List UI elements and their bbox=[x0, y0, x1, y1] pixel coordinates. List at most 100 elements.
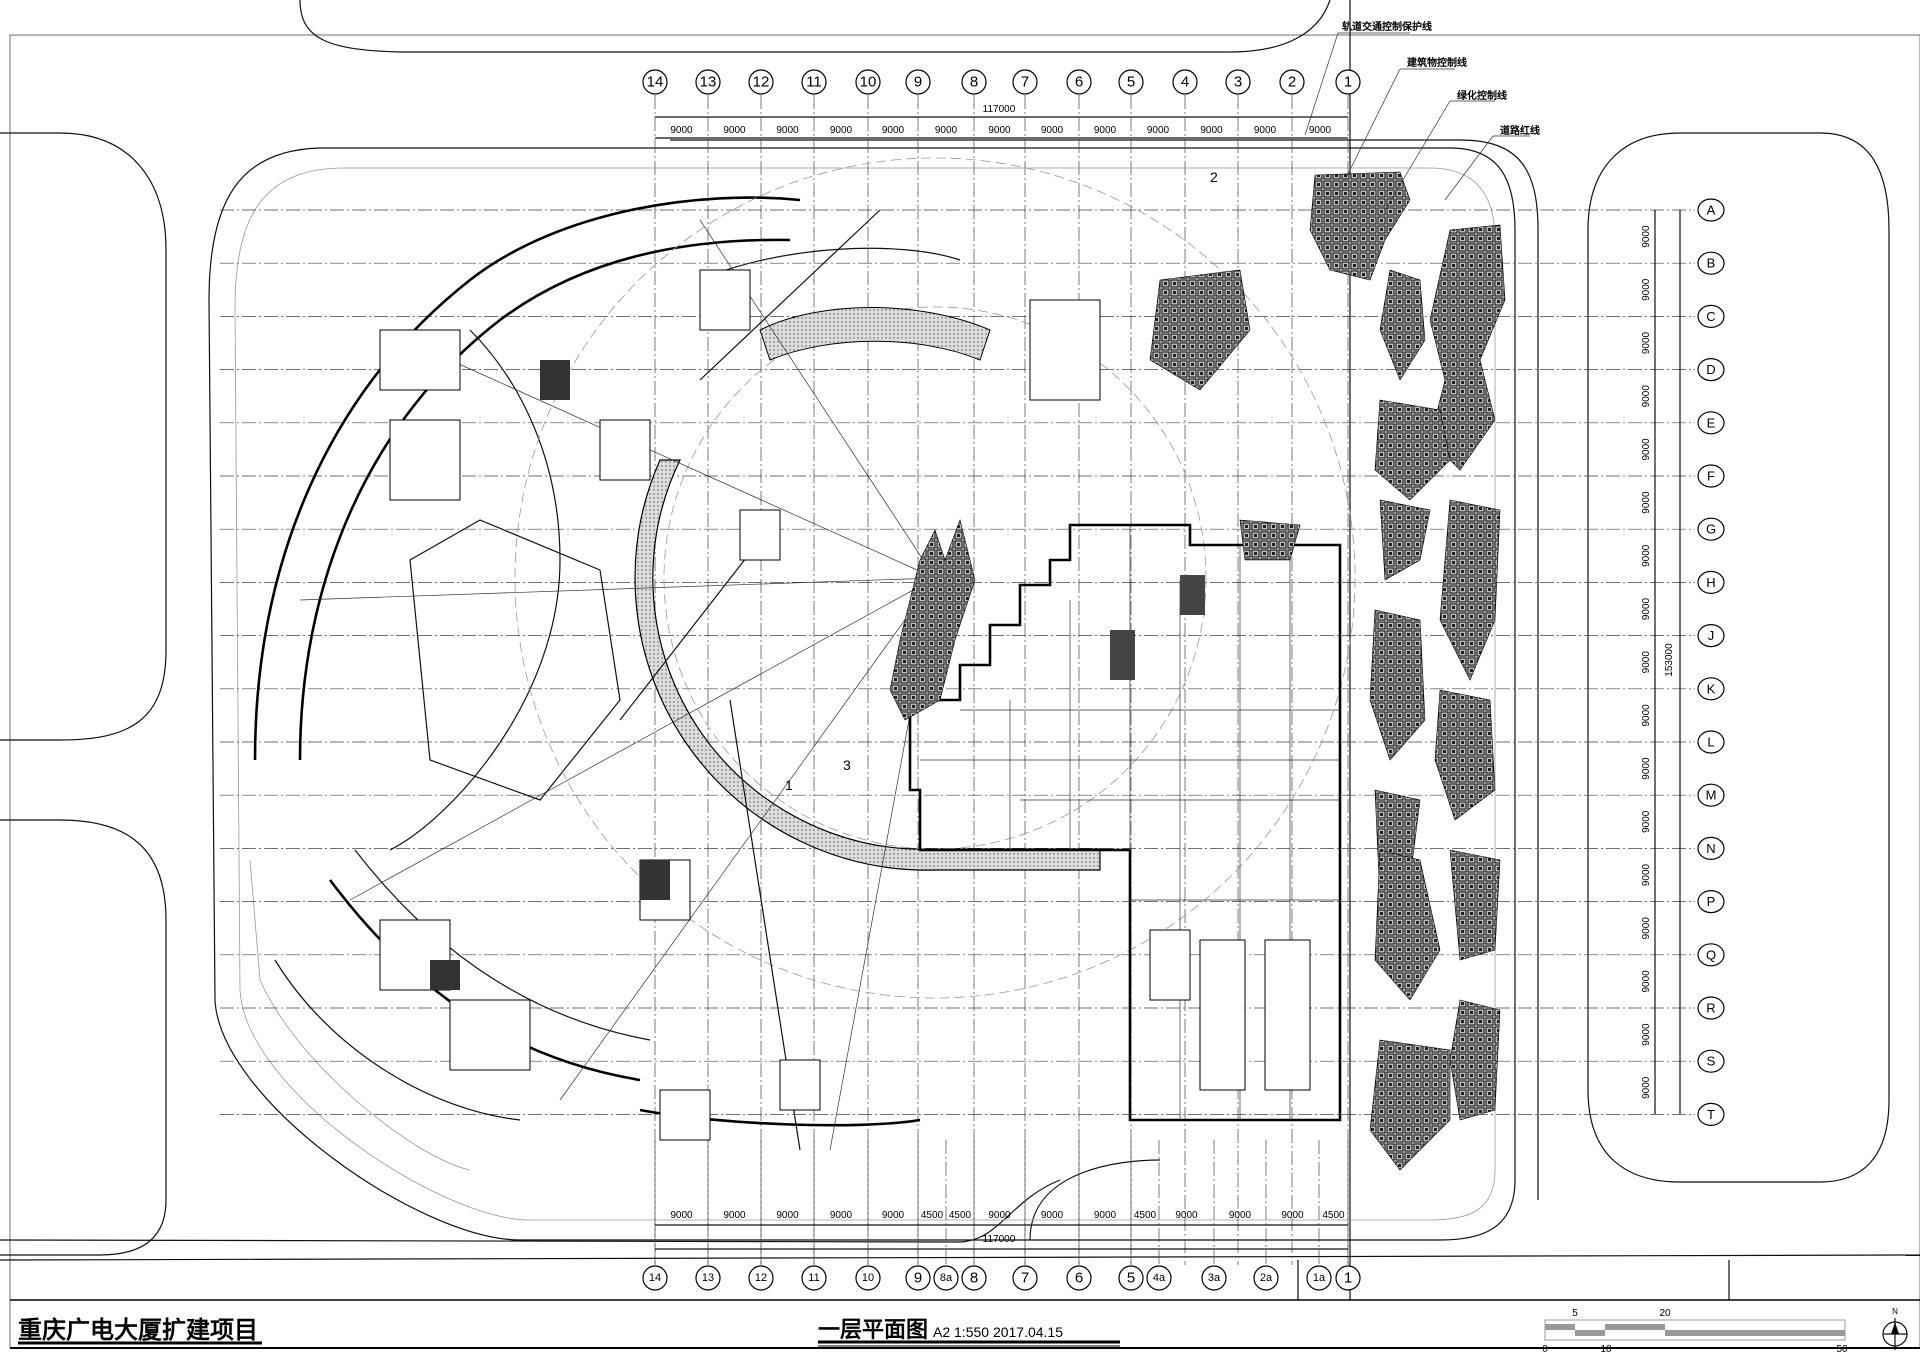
dimension-text: 9000 bbox=[1641, 704, 1652, 727]
legend-green-line: 绿化控制线 bbox=[1457, 89, 1507, 102]
axis-label-side: L bbox=[1707, 735, 1714, 750]
legend-building-line: 建筑物控制线 bbox=[1406, 56, 1467, 69]
dimension-text: 9000 bbox=[1281, 1210, 1304, 1221]
dimension-text: 9000 bbox=[1175, 1210, 1198, 1221]
axis-bubble bbox=[1118, 1265, 1144, 1291]
axis-bubble bbox=[1697, 943, 1725, 967]
axis-label-side: A bbox=[1707, 203, 1716, 218]
dimension-text: 9000 bbox=[1641, 651, 1652, 674]
dimension-text: 9000 bbox=[1641, 544, 1652, 567]
axis-label-top: 10 bbox=[860, 74, 877, 91]
axis-label-bottom: 11 bbox=[808, 1272, 819, 1284]
scale-tick: 5 bbox=[1572, 1308, 1578, 1319]
north-label: N bbox=[1892, 1307, 1898, 1316]
axis-bubble bbox=[855, 1265, 881, 1291]
axis-label-top: 3 bbox=[1234, 74, 1242, 91]
axis-label-side: H bbox=[1706, 575, 1715, 590]
inner-ring bbox=[634, 459, 1101, 871]
axis-label-top: 6 bbox=[1075, 74, 1083, 91]
axis-label-bottom: 7 bbox=[1021, 1270, 1029, 1287]
axis-label-top: 2 bbox=[1288, 74, 1296, 91]
axis-bubble bbox=[1225, 69, 1251, 95]
axis-bubble bbox=[961, 69, 987, 95]
axis-label-top: 11 bbox=[806, 74, 822, 91]
legend-road-line: 道路红线 bbox=[1500, 124, 1540, 137]
axis-bubble bbox=[1697, 730, 1725, 754]
axis-label-top: 1 bbox=[1344, 74, 1352, 91]
axis-label-bottom: 1a bbox=[1313, 1272, 1326, 1284]
axis-bubble bbox=[801, 1265, 827, 1291]
project-title: 重庆广电大厦扩建项目 bbox=[18, 1316, 258, 1344]
axis-label-bottom: 14 bbox=[649, 1272, 661, 1284]
axis-label-bottom: 8a bbox=[940, 1272, 953, 1284]
dimension-text: 9000 bbox=[882, 125, 905, 136]
north-arrow-icon: N bbox=[1882, 1307, 1908, 1350]
line-type-legend: 轨道交通控制保护线 建筑物控制线 绿化控制线 道路红线 bbox=[1304, 20, 1540, 211]
dimension-text: 9000 bbox=[1200, 125, 1223, 136]
axis-bubble bbox=[748, 1265, 774, 1291]
axis-bubble bbox=[1172, 69, 1198, 95]
axis-bubble bbox=[1697, 1102, 1725, 1127]
axis-label-side: F bbox=[1707, 469, 1715, 484]
axis-bubble bbox=[1118, 69, 1144, 95]
axis-label-bottom: 12 bbox=[755, 1272, 767, 1284]
axis-label-bottom: 10 bbox=[862, 1272, 874, 1284]
axis-bubble bbox=[1697, 677, 1725, 701]
dimension-text: 9000 bbox=[1641, 757, 1652, 780]
axis-label-side: N bbox=[1706, 841, 1715, 856]
dimension-text: 9000 bbox=[1254, 125, 1277, 136]
axis-label-top: 13 bbox=[700, 74, 717, 91]
dimension-text: 9000 bbox=[988, 1210, 1011, 1221]
axis-bubble bbox=[1697, 623, 1725, 648]
dimension-text: 4500 bbox=[949, 1210, 972, 1221]
dimension-text: 9000 bbox=[1229, 1210, 1252, 1221]
dimension-text: 9000 bbox=[670, 125, 693, 136]
circular-building bbox=[253, 157, 1356, 1151]
axis-bubble bbox=[905, 1265, 931, 1291]
axis-bubble bbox=[1697, 251, 1725, 275]
drawing-title: 一层平面图 bbox=[818, 1317, 928, 1342]
axis-label-bottom: 2a bbox=[1260, 1272, 1273, 1284]
surrounding-roads bbox=[0, 0, 1920, 1300]
scale-tick: 20 bbox=[1659, 1308, 1671, 1319]
title-block: 重庆广电大厦扩建项目 一层平面图 A2 1:550 2017.04.15 5 2… bbox=[10, 1260, 1920, 1355]
dimension-text: 9000 bbox=[670, 1210, 693, 1221]
axis-label-side: C bbox=[1706, 309, 1715, 324]
axis-label-bottom: 9 bbox=[914, 1270, 922, 1287]
axis-label-bottom: 4a bbox=[1153, 1272, 1166, 1284]
axis-label-side: E bbox=[1707, 415, 1716, 430]
axis-bubble bbox=[1201, 1265, 1227, 1291]
axis-bubble bbox=[1697, 411, 1725, 435]
dimension-line bbox=[655, 116, 1348, 139]
sheet-border bbox=[9, 34, 1920, 1349]
axis-bubble bbox=[1066, 69, 1092, 95]
dimension-text: 9000 bbox=[776, 1210, 799, 1221]
dimension-text: 9000 bbox=[1094, 125, 1117, 136]
axis-label-bottom: 8 bbox=[970, 1270, 978, 1287]
axis-label-side: M bbox=[1706, 788, 1717, 803]
dimension-text: 9000 bbox=[1147, 125, 1170, 136]
axis-label-side: K bbox=[1707, 681, 1716, 696]
axis-label-top: 8 bbox=[970, 74, 978, 91]
dimension-text: 9000 bbox=[1041, 125, 1064, 136]
dimension-total-top: 117000 bbox=[983, 104, 1016, 115]
dimension-text: 9000 bbox=[1641, 1076, 1652, 1099]
dimension-text: 9000 bbox=[723, 1210, 746, 1221]
axis-bubble bbox=[1697, 996, 1725, 1020]
axis-label-top: 4 bbox=[1181, 74, 1189, 91]
dimension-text: 9000 bbox=[1309, 125, 1332, 136]
axis-label-side: J bbox=[1708, 628, 1715, 643]
dimension-text: 9000 bbox=[1041, 1210, 1064, 1221]
dimension-text: 9000 bbox=[830, 125, 853, 136]
axis-label-top: 14 bbox=[647, 74, 664, 91]
axis-label-bottom: 6 bbox=[1075, 1270, 1083, 1287]
dimension-text: 4500 bbox=[1134, 1210, 1157, 1221]
axis-label-side: Q bbox=[1706, 947, 1716, 962]
dimension-text: 9000 bbox=[1641, 1023, 1652, 1046]
section-mark-3: 3 bbox=[843, 757, 851, 773]
axis-bubble bbox=[1306, 1265, 1332, 1291]
dimension-text: 9000 bbox=[935, 125, 958, 136]
dimension-text: 9000 bbox=[1641, 438, 1652, 461]
axis-bubble bbox=[961, 1265, 987, 1291]
